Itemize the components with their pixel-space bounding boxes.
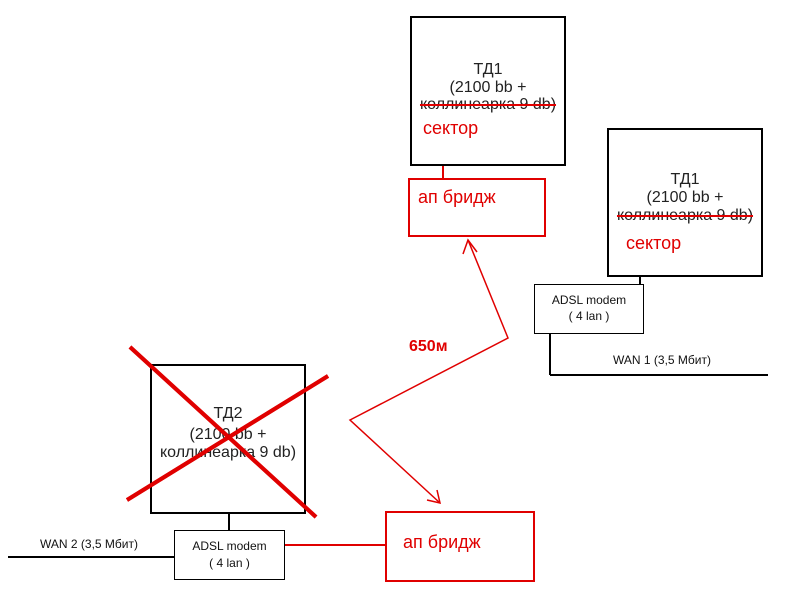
td2-line1: (2100 bb + [189,426,267,443]
modem-right-box [534,284,644,334]
modem-left-box [174,530,285,580]
arrowhead-top [462,238,478,255]
arrowhead-bottom [426,489,442,505]
td1-top-name: ТД1 [473,61,503,78]
modem-right-line2: ( 4 lan ) [568,309,610,323]
td1-right-box [607,128,763,277]
td2-name: ТД2 [213,405,243,422]
distance-label: 650м [409,338,448,355]
td1-top-note: сектор [423,118,479,138]
td1-right-line2-text: коллинеарка 9 db) [616,207,754,224]
modem-left-line1: ADSL modem [192,539,267,553]
td1-right-note: сектор [626,233,682,253]
bridge-bottom-box [385,511,535,582]
td1-right-line2: коллинеарка 9 db) [607,206,763,225]
bridge-top-label: ап бридж [418,187,496,207]
td1-top-box [410,16,566,166]
td1-top-line2: коллинеарка 9 db) [410,95,566,114]
modem-right-line1: ADSL modem [551,293,627,307]
td2-line2: коллинеарка 9 db) [159,444,297,461]
wan2-label: WAN 2 (3,5 Мбит) [40,537,138,551]
bridge-bottom-label: ап бридж [403,532,481,552]
bridge-top-box [408,178,546,237]
td1-top-line1: (2100 bb + [449,79,527,96]
modem-left-line2: ( 4 lan ) [209,556,250,570]
wan1-label: WAN 1 (3,5 Мбит) [613,353,711,367]
td1-top-line2-text: коллинеарка 9 db) [419,96,557,113]
wireless-link [348,239,509,504]
td1-right-name: ТД1 [670,171,700,188]
td1-right-line1: (2100 bb + [646,189,724,206]
